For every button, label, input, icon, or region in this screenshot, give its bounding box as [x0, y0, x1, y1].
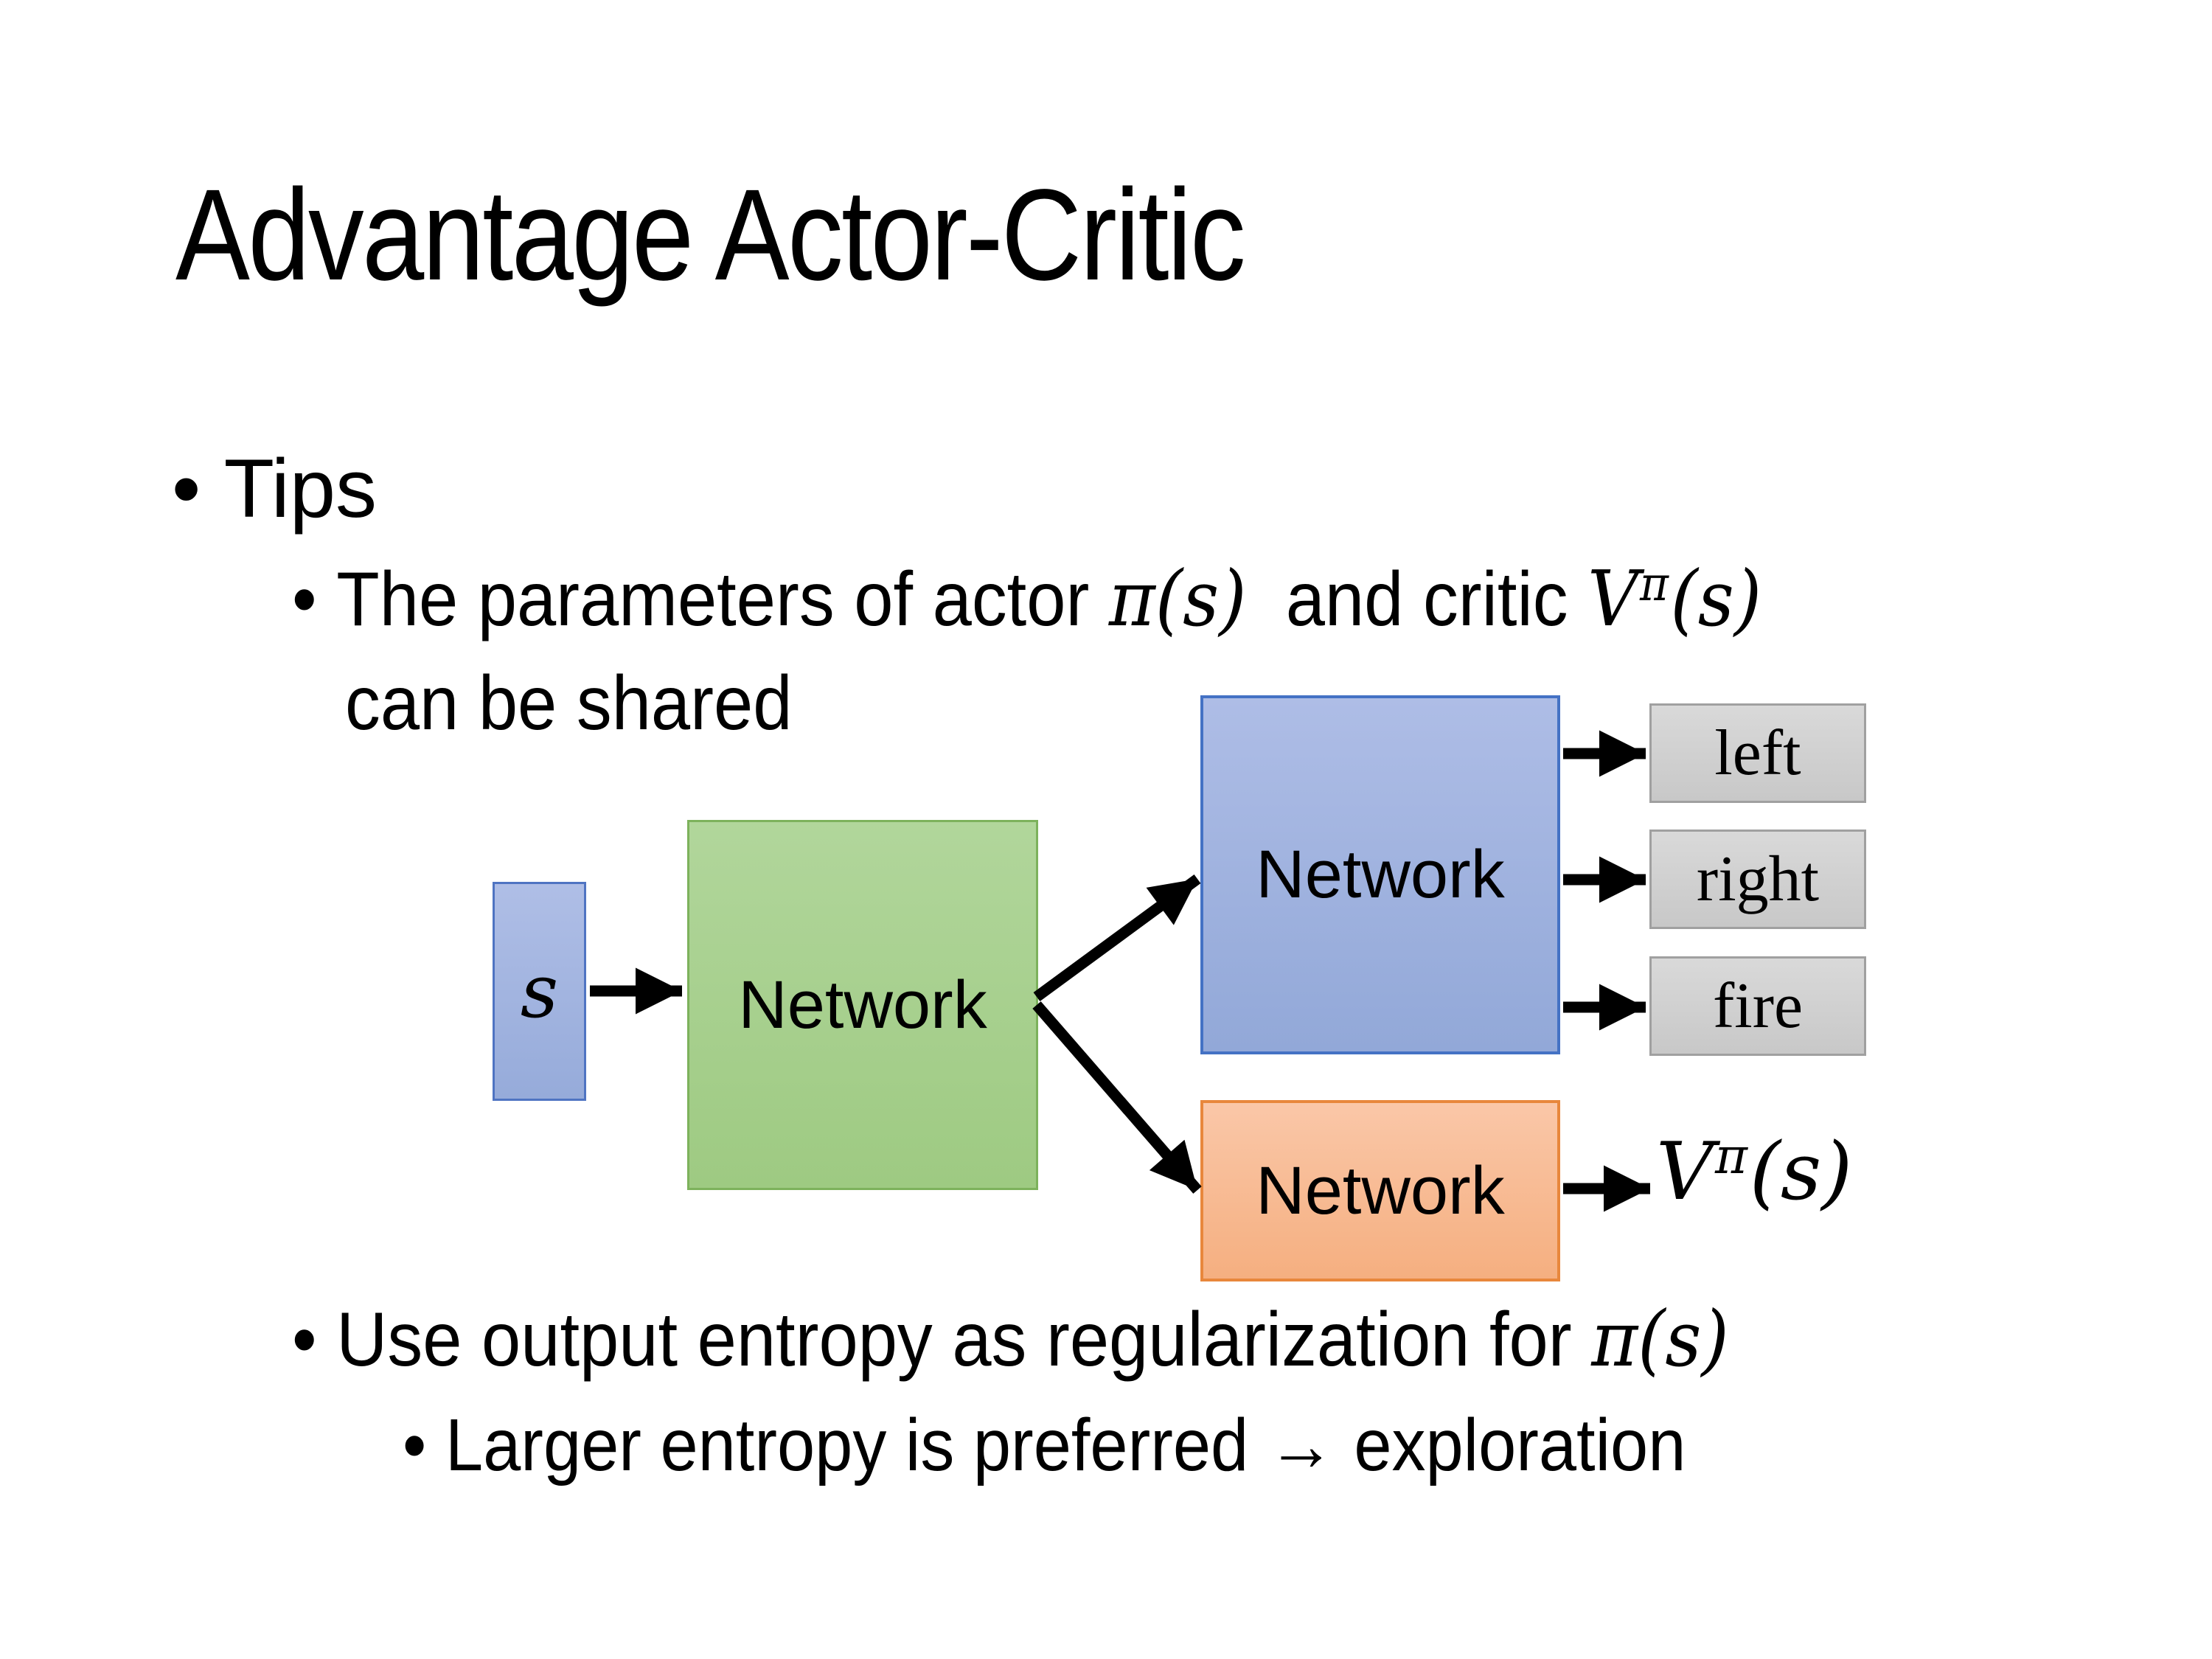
value-v: V — [1656, 1126, 1714, 1218]
action-label-left: left — [1714, 717, 1801, 789]
critic-network-label: Network — [1256, 1152, 1505, 1228]
bullet-icon: • — [292, 557, 317, 642]
shared-network-box: Network — [687, 820, 1038, 1190]
bullet-line-parameters: •The parameters of actor π(s) and critic… — [292, 553, 1761, 646]
action-box-fire: fire — [1649, 956, 1866, 1056]
action-box-right: right — [1649, 830, 1866, 929]
entropy-text: Use output entropy as regularization for — [336, 1297, 1592, 1382]
entropy-pi-math: π(s) — [1591, 1294, 1729, 1384]
bullet-icon: • — [172, 442, 201, 535]
page-title: Advantage Actor-Critic — [175, 163, 1246, 307]
bullet-icon: • — [403, 1404, 427, 1486]
bullet-icon: • — [292, 1297, 317, 1382]
arrow-shared-to-critic — [1032, 1001, 1202, 1194]
bullet-line-parameters-wrap: can be shared — [345, 661, 793, 746]
param-mid-text: and critic — [1246, 557, 1588, 642]
action-box-left: left — [1649, 703, 1866, 803]
critic-network-box: Network — [1200, 1100, 1560, 1281]
state-label: s — [520, 948, 559, 1034]
critic-v-superscript: π — [1640, 557, 1669, 613]
bullet-line-entropy: •Use output entropy as regularization fo… — [292, 1293, 1729, 1386]
action-label-right: right — [1696, 844, 1820, 915]
critic-v-math: V — [1587, 554, 1639, 644]
value-output-label: Vπ(s) — [1656, 1124, 1852, 1220]
param-text: The parameters of actor — [336, 557, 1109, 642]
state-input-box: s — [493, 882, 586, 1101]
bullet-line-tips: •Tips — [172, 439, 377, 538]
tips-text: Tips — [223, 442, 378, 535]
actor-network-box: Network — [1200, 695, 1560, 1054]
action-label-fire: fire — [1712, 970, 1804, 1042]
arrow-shared-to-actor — [1033, 874, 1201, 1002]
shared-network-label: Network — [738, 967, 987, 1043]
critic-v-args: (s) — [1670, 554, 1762, 644]
exploration-text: Larger entropy is preferred → exploratio… — [445, 1404, 1686, 1486]
actor-network-label: Network — [1256, 837, 1505, 912]
value-superscript: π — [1715, 1127, 1748, 1186]
bullet-line-exploration: •Larger entropy is preferred → explorati… — [403, 1401, 1686, 1489]
value-args: (s) — [1749, 1126, 1853, 1218]
actor-pi-math: π(s) — [1108, 554, 1247, 644]
